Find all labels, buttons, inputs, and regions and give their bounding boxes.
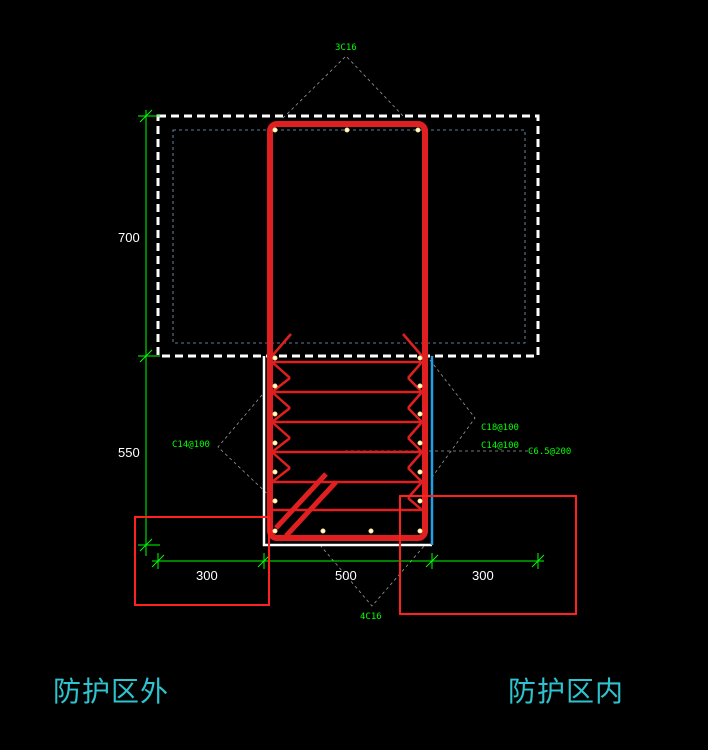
bar-marker xyxy=(417,440,423,446)
reinforcement xyxy=(267,121,428,541)
top-rebar-label: 3C16 xyxy=(335,43,357,53)
left-width-label: 300 xyxy=(196,568,218,583)
bar-marker xyxy=(272,355,278,361)
bar-marker xyxy=(417,469,423,475)
bar-marker xyxy=(272,440,278,446)
tie-hook xyxy=(407,377,423,393)
right-rebar-label-2: C14@100 xyxy=(481,441,519,451)
dim-tick xyxy=(139,109,153,123)
tie-hook xyxy=(407,437,423,453)
tie-hooks xyxy=(271,361,423,511)
highlight-box-left xyxy=(134,516,270,606)
dimension-lines xyxy=(138,109,545,569)
top-guide-line xyxy=(282,55,406,119)
web-width-label: 500 xyxy=(335,568,357,583)
bottom-rebar-label: 4C16 xyxy=(360,612,382,622)
bar-marker xyxy=(417,383,423,389)
dim-tick xyxy=(425,554,439,568)
bar-marker xyxy=(272,383,278,389)
flange-outline xyxy=(156,114,540,358)
dimension-labels: 700 550 300 500 300 xyxy=(118,230,494,583)
diagonal-bar xyxy=(274,472,328,530)
tie-hook xyxy=(271,467,291,483)
bar-marker xyxy=(272,127,278,133)
main-stirrup xyxy=(267,121,428,541)
web-outline xyxy=(262,356,432,547)
corner-hook-left xyxy=(271,333,292,357)
highlight-box-right xyxy=(399,495,577,615)
tie-hook xyxy=(407,451,423,469)
bar-marker xyxy=(272,411,278,417)
bar-marker xyxy=(417,528,423,534)
tie-hook xyxy=(407,421,423,439)
tie-hook xyxy=(271,437,291,453)
tie-hook xyxy=(407,391,423,409)
tie-bars xyxy=(272,360,422,512)
bar-marker xyxy=(272,469,278,475)
zone-label-outside: 防护区外 xyxy=(53,675,170,708)
tie-hook xyxy=(407,467,423,483)
tie-hook xyxy=(271,451,291,469)
tie-hook xyxy=(271,377,291,393)
left-guide-line xyxy=(217,394,277,503)
right-width-label: 300 xyxy=(472,568,494,583)
dim-tick xyxy=(139,538,153,552)
bar-marker xyxy=(320,528,326,534)
flange-height-label: 700 xyxy=(118,230,140,245)
tie-hook xyxy=(271,361,291,379)
tie-hook xyxy=(271,421,291,439)
dim-tick xyxy=(531,554,545,568)
bar-marker xyxy=(417,498,423,504)
web-height-label: 550 xyxy=(118,445,140,460)
flange-cover-line xyxy=(172,129,526,344)
right-guide-line xyxy=(429,359,476,481)
tie-hook xyxy=(271,407,291,423)
bar-marker xyxy=(417,411,423,417)
dim-tick xyxy=(151,554,165,568)
corner-hook-right xyxy=(402,333,423,357)
bar-marker xyxy=(368,528,374,534)
bar-marker xyxy=(415,127,421,133)
bar-marker xyxy=(344,127,350,133)
zone-label-inside: 防护区内 xyxy=(508,675,625,708)
bar-marker xyxy=(272,528,278,534)
left-stirrup-label: C14@100 xyxy=(172,440,210,450)
tie-hook xyxy=(407,497,423,511)
bar-markers xyxy=(272,127,423,534)
rebar-labels: 3C16 4C16 C14@100 C18@100 C14@100 C6.5@2… xyxy=(172,43,571,622)
bottom-guide-line xyxy=(319,544,426,607)
tie-hook xyxy=(271,391,291,409)
tie-hook xyxy=(407,361,423,379)
tie-hook xyxy=(407,407,423,423)
right-rebar-label-3: C6.5@200 xyxy=(528,447,571,457)
bar-marker xyxy=(272,498,278,504)
dim-tick xyxy=(139,349,153,363)
right-rebar-label-1: C18@100 xyxy=(481,423,519,433)
bar-marker xyxy=(417,355,423,361)
diagonal-bar xyxy=(284,480,338,538)
